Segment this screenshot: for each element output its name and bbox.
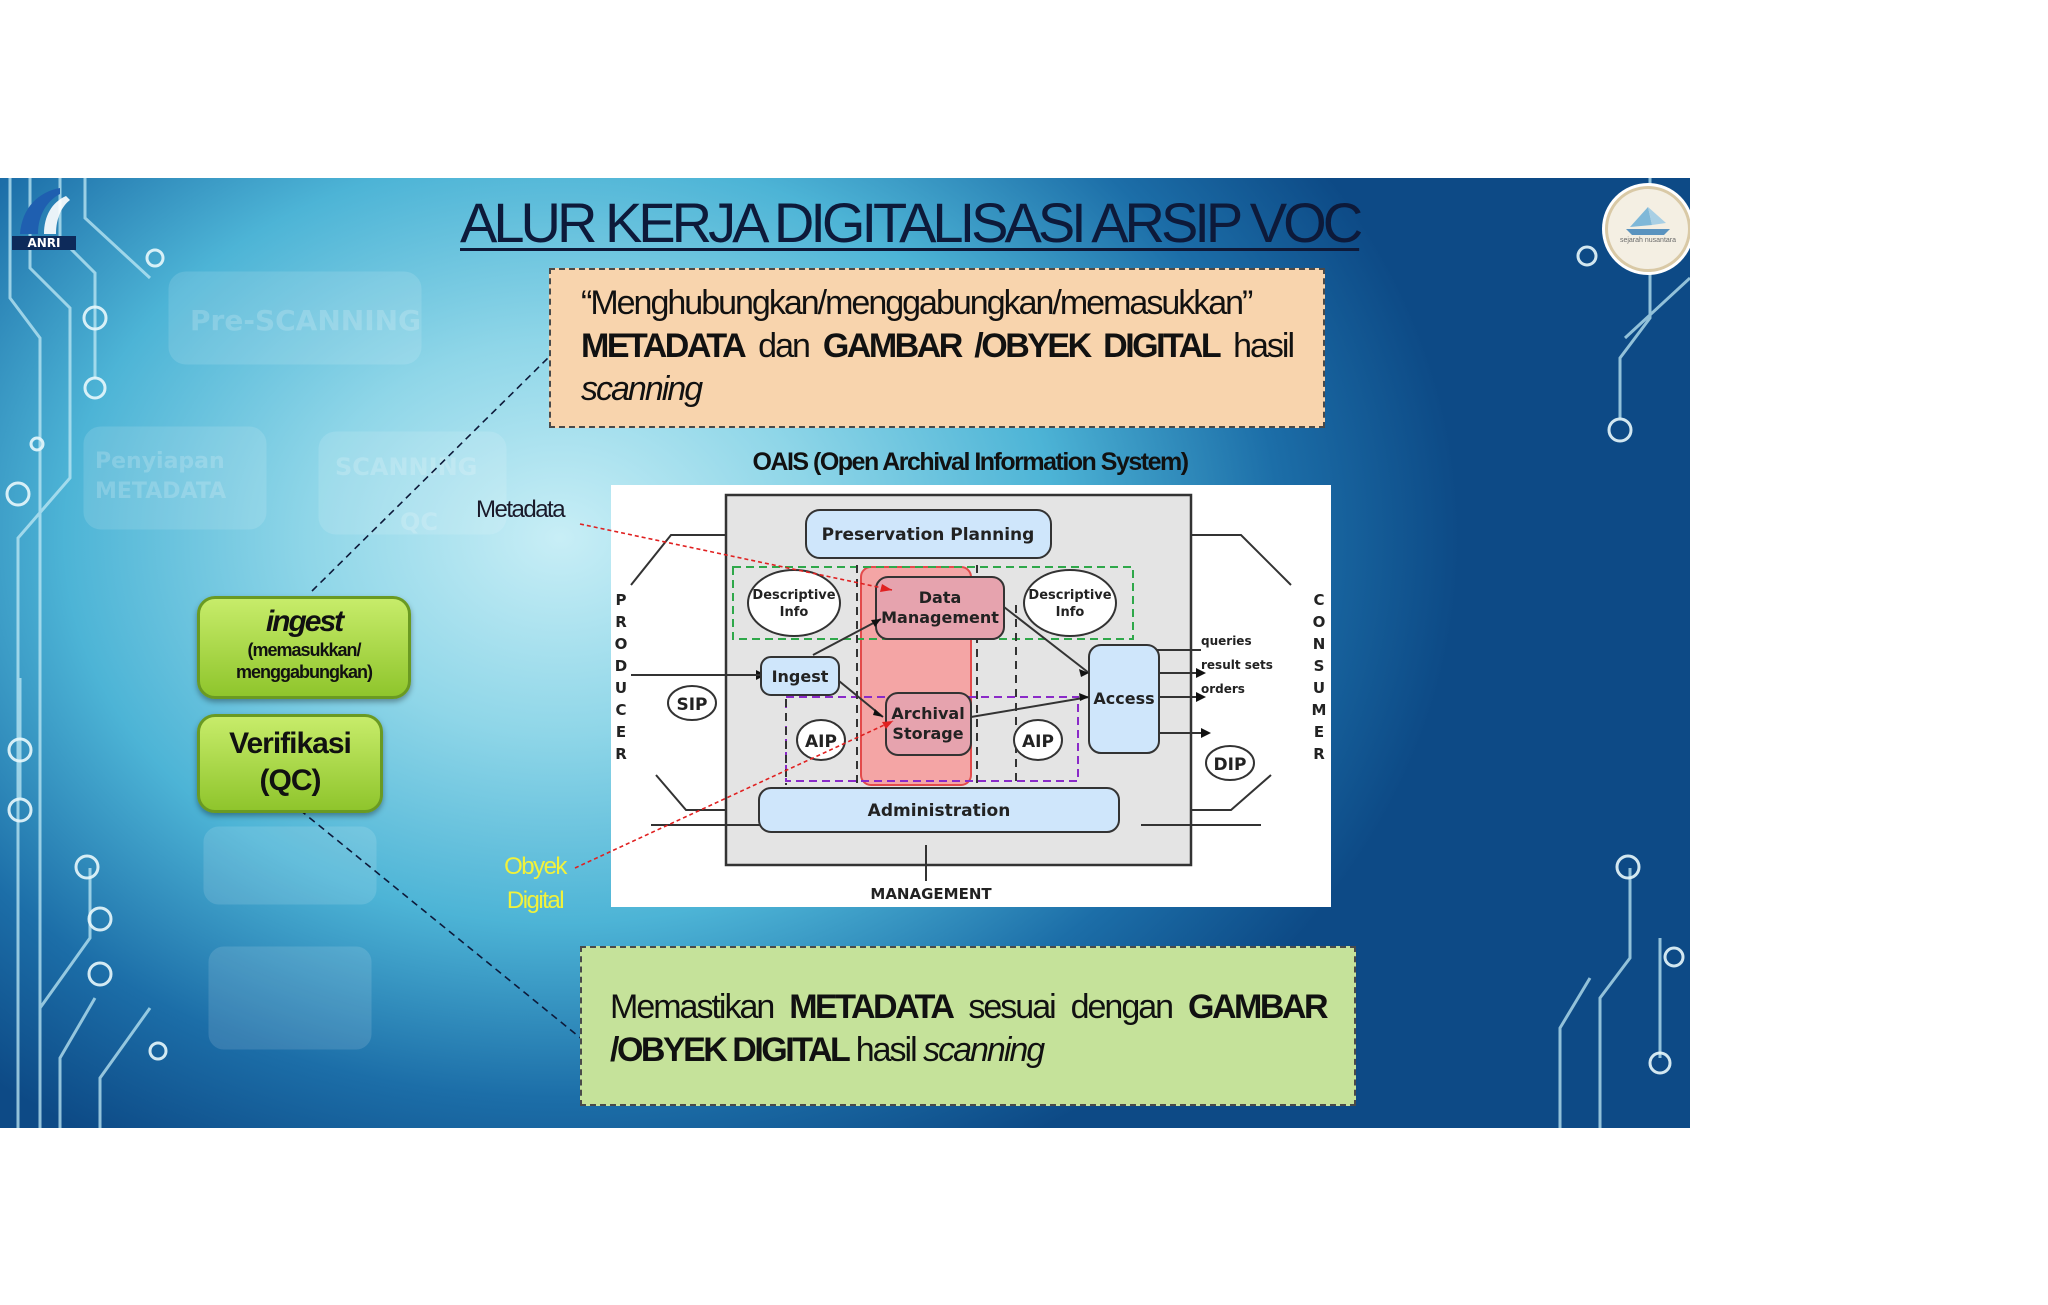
consumer-letter: C xyxy=(1313,591,1324,609)
circuit-decoration: Pre-SCANNING Penyiapan METADATA SCANNING… xyxy=(5,178,1690,1128)
sip-label: SIP xyxy=(676,695,707,715)
box-top-metadata: METADATA xyxy=(581,327,747,365)
faded-step-scanning: SCANNING xyxy=(335,453,477,481)
administration-label: Administration xyxy=(868,801,1011,821)
box-top-gambar: GAMBAR /OBYEK DIGITAL xyxy=(822,327,1222,365)
box-bottom-scanning: scanning xyxy=(923,1031,1045,1069)
archival-storage-l1: Archival xyxy=(891,704,964,723)
descriptive-info-right-l2: Info xyxy=(1056,605,1085,620)
label-metadata: Metadata xyxy=(476,496,566,523)
aip-ellipse-left xyxy=(796,719,846,761)
aip-ellipse-right xyxy=(1013,719,1063,761)
box-bottom-obyek: /OBYEK DIGITAL xyxy=(610,1031,851,1069)
consumer-letter: R xyxy=(1313,745,1325,763)
description-box-top: “Menghubungkan/menggabungkan/memasukkan”… xyxy=(549,268,1325,428)
oais-diagram: Preservation Planning Descriptive Info D… xyxy=(611,485,1331,907)
box-top-scanning: scanning xyxy=(581,370,703,408)
dip-ellipse xyxy=(1205,745,1255,781)
ship-icon xyxy=(1626,207,1670,235)
box-bottom-sesuai: sesuai dengan xyxy=(952,988,1189,1026)
dip-label: DIP xyxy=(1214,755,1247,775)
box-bottom-metadata: METADATA xyxy=(789,988,955,1026)
descriptive-info-zone xyxy=(732,566,1134,640)
data-management-l1: Data xyxy=(919,588,962,607)
box-top-line1: “Menghubungkan/menggabungkan/memasukkan” xyxy=(581,284,1253,322)
consumer-letter: U xyxy=(1313,679,1325,697)
box-bottom-memastikan: Memastikan xyxy=(610,988,790,1026)
label-obyek-line2: Digital xyxy=(506,887,565,914)
preservation-planning-label: Preservation Planning xyxy=(822,525,1035,545)
faded-step-metadata: METADATA xyxy=(95,479,226,504)
result-sets-label: result sets xyxy=(1201,658,1273,672)
archival-storage-l2: Storage xyxy=(892,724,963,743)
orders-label: orders xyxy=(1201,682,1245,696)
consumer-letter: S xyxy=(1314,657,1325,675)
box-bottom-hasil: hasil xyxy=(848,1031,924,1069)
preservation-planning-box xyxy=(805,509,1052,559)
producer-letter: O xyxy=(615,635,628,653)
oais-diagram-svg: Preservation Planning Descriptive Info D… xyxy=(615,493,1327,903)
box-top-dan: dan xyxy=(744,327,823,365)
producer-letter: P xyxy=(616,591,627,609)
ingest-button-sub2: menggabungkan) xyxy=(235,662,373,682)
consumer-letter: E xyxy=(1314,723,1324,741)
ingest-label: Ingest xyxy=(772,667,829,686)
consumer-letter: M xyxy=(1312,701,1327,719)
faded-step-qc: QC xyxy=(400,508,438,536)
data-management-l2: Management xyxy=(881,608,999,627)
svg-text:ANRI: ANRI xyxy=(27,236,60,250)
verifikasi-button[interactable]: Verifikasi (QC) xyxy=(197,714,383,813)
verifikasi-button-l1: Verifikasi xyxy=(229,727,352,760)
descriptive-info-right-l1: Descriptive xyxy=(1028,588,1111,603)
label-obyek-line1: Obyek xyxy=(504,853,567,880)
producer-letter: R xyxy=(615,613,627,631)
producer-letter: E xyxy=(616,723,626,741)
label-obyek-digital: Obyek Digital xyxy=(490,850,580,918)
slide-title: ALUR KERJA DIGITALISASI ARSIP VOC xyxy=(460,191,1363,254)
administration-box xyxy=(758,787,1120,833)
management-label: MANAGEMENT xyxy=(870,885,992,903)
faded-step-prescanning: Pre-SCANNING xyxy=(190,304,421,337)
descriptive-info-right xyxy=(1023,569,1117,637)
oais-title: OAIS (Open Archival Information System) xyxy=(752,448,1189,476)
sip-ellipse xyxy=(667,685,717,721)
aip-label-left: AIP xyxy=(805,732,837,752)
descriptive-info-left-l1: Descriptive xyxy=(752,588,835,603)
verifikasi-button-l2: (QC) xyxy=(259,764,322,797)
ingest-button-sub1: (memasukkan/ xyxy=(247,640,361,660)
producer-letter: U xyxy=(615,679,627,697)
descriptive-info-left-l2: Info xyxy=(780,605,809,620)
box-bottom-gambar: GAMBAR xyxy=(1188,988,1328,1026)
ingest-button-title: ingest xyxy=(265,605,344,638)
ingest-button[interactable]: ingest (memasukkan/ menggabungkan) xyxy=(197,596,411,699)
description-box-bottom: Memastikan METADATA sesuai dengan GAMBAR… xyxy=(580,946,1356,1106)
faded-step-penyiapan: Penyiapan xyxy=(95,449,225,474)
pointer-arrows xyxy=(574,523,894,869)
queries-label: queries xyxy=(1201,634,1252,648)
consumer-letter: O xyxy=(1313,613,1326,631)
producer-letter: R xyxy=(615,745,627,763)
producer-letter: D xyxy=(615,657,627,675)
seal-text: sejarah nusantara xyxy=(1619,237,1677,244)
aip-label-right: AIP xyxy=(1022,732,1054,752)
access-box xyxy=(1088,644,1160,754)
consumer-letter: N xyxy=(1313,635,1326,653)
access-label: Access xyxy=(1093,689,1154,708)
seal-logo-icon: sejarah nusantara xyxy=(1605,186,1690,272)
anri-logo-icon: ANRI xyxy=(12,188,76,250)
box-top-hasil: hasil xyxy=(1219,327,1295,365)
slide: Pre-SCANNING Penyiapan METADATA SCANNING… xyxy=(0,178,1690,1128)
producer-letter: C xyxy=(615,701,626,719)
